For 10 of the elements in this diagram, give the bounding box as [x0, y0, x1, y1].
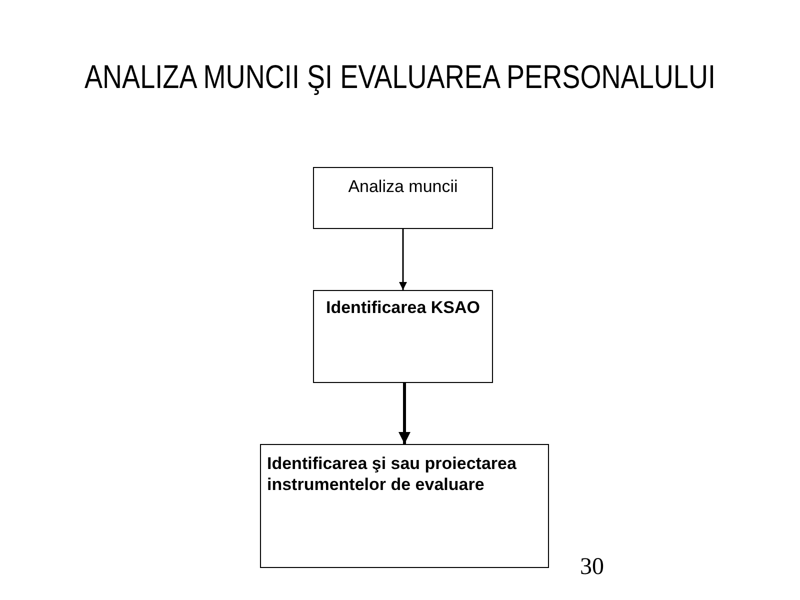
page-number: 30 [580, 554, 604, 581]
box-label: Identificarea şi sau proiectarea instrumentelor de evaluare [267, 453, 518, 495]
slide-title: ANALIZA MUNCII ŞI EVALUAREA PERSONALULUI [83, 58, 717, 96]
arrow [399, 229, 407, 290]
box-label: Analiza muncii [347, 176, 459, 197]
process-box [313, 167, 493, 229]
box-label: Identificarea KSAO [325, 297, 481, 318]
process-box [313, 290, 493, 383]
arrow [398, 383, 410, 444]
process-box [260, 444, 549, 568]
